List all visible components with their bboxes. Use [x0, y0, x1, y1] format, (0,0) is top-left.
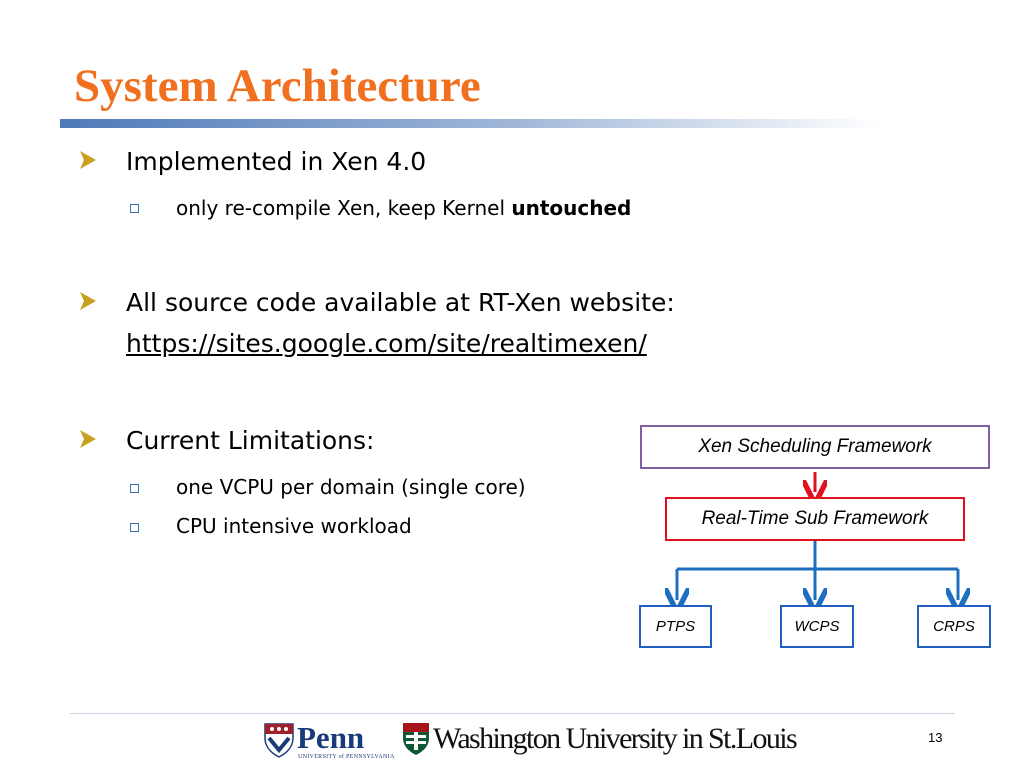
square-bullet-icon [130, 204, 139, 213]
real-time-sub-framework-box: Real-Time Sub Framework [665, 497, 965, 541]
arrow-bullet-icon [80, 292, 96, 310]
untouched-emphasis: untouched [511, 196, 632, 220]
sub-bullet-vcpu: one VCPU per domain (single core) [176, 475, 526, 499]
penn-logo-subtext: UNIVERSITY of PENNSYLVANIA [298, 754, 395, 760]
square-bullet-icon [130, 484, 139, 493]
bullet-source-code: All source code available at RT-Xen webs… [126, 288, 675, 317]
crps-box: CRPS [917, 605, 991, 648]
rt-xen-website-link[interactable]: https://sites.google.com/site/realtimexe… [126, 329, 647, 358]
penn-logo-text: Penn [297, 720, 365, 755]
penn-shield-icon [264, 723, 294, 758]
title-underline [60, 119, 880, 128]
slide-title: System Architecture [74, 60, 481, 112]
sub-bullet-recompile: only re-compile Xen, keep Kernel untouch… [176, 193, 631, 223]
sub-bullet-cpu-workload: CPU intensive workload [176, 514, 412, 538]
arrow-bullet-icon [80, 430, 96, 448]
wcps-box: WCPS [780, 605, 854, 648]
bullet-implemented: Implemented in Xen 4.0 [126, 147, 427, 176]
bullet-limitations: Current Limitations: [126, 426, 375, 455]
page-number: 13 [928, 730, 943, 745]
wustl-logo-text: Washington University in St.Louis [433, 722, 798, 755]
footer-divider [70, 713, 955, 714]
sub-bullet-recompile-text: only re-compile Xen, keep Kernel [176, 196, 512, 220]
xen-scheduling-framework-box: Xen Scheduling Framework [640, 425, 990, 469]
arrow-bullet-icon [80, 151, 96, 169]
square-bullet-icon [130, 523, 139, 532]
wustl-shield-icon [403, 723, 429, 755]
ptps-box: PTPS [639, 605, 712, 648]
